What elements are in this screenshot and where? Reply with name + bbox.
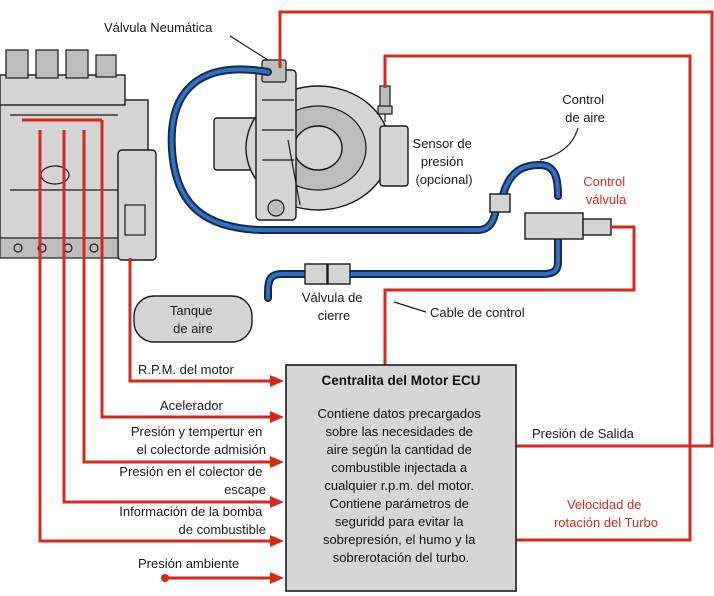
hose-connector: [489, 193, 511, 213]
leader-valvula-neumatica: [229, 35, 269, 61]
engine-block: [0, 49, 157, 261]
label-control-aire: Control de aire: [562, 92, 608, 125]
label-sensor-presion: Sensor de presión (opcional): [413, 136, 476, 187]
pressure-sensor: [377, 85, 393, 122]
ecu-title: Centralita del Motor ECU: [321, 373, 480, 388]
label-rpm-motor: R.P.M. del motor: [138, 362, 235, 377]
signal-wires: [22, 10, 714, 582]
label-presion-admision: Presión y tempertur en el colectorde adm…: [131, 424, 266, 457]
label-valvula-neumatica: Válvula Neumática: [104, 20, 213, 35]
ecu-body-line: cualquier r.p.m. del motor.: [324, 478, 474, 493]
ecu-body-line: aire según la cantidad de: [327, 442, 472, 457]
label-acelerador: Acelerador: [160, 398, 224, 413]
label-presion-escape: Presión en el colector de escape: [119, 464, 266, 497]
ecu-body-line: sobre las necesidades de: [325, 424, 472, 439]
label-bomba-combustible: Información de la bomba de combustible: [119, 504, 266, 537]
label-velocidad-turbo: Velocidad de rotación del Turbo: [554, 497, 658, 530]
label-cable-control: Cable de control: [430, 305, 525, 320]
label-valvula-cierre: Válvula de cierre: [302, 290, 366, 323]
shutoff-valve: [304, 263, 351, 285]
leader-cable-control: [393, 301, 427, 313]
label-control-valvula: Control válvula: [583, 174, 629, 207]
ecu-body-line: sobrepresión, el humo y la: [323, 532, 476, 547]
ecu-body: Contiene datos precargados sobre las nec…: [318, 406, 485, 565]
ecu-body-line: Contiene parámetros de: [329, 496, 468, 511]
leader-control-aire: [539, 127, 579, 161]
label-tanque-aire: Tanque de aire: [170, 303, 216, 336]
turbocharger: [213, 59, 409, 221]
label-presion-salida: Presión de Salida: [532, 426, 635, 441]
label-presion-ambiente: Presión ambiente: [138, 556, 239, 571]
ecu-body-line: seguridd para evitar la: [335, 514, 464, 529]
ecu-body-line: combustible injectada a: [331, 460, 468, 475]
air-hoses: [167, 65, 562, 302]
control-valve: [524, 212, 612, 240]
ecu-body-line: sobrerotación del turbo.: [333, 550, 470, 565]
ecu-box: Centralita del Motor ECU Contiene datos …: [285, 364, 517, 592]
air-tank: [133, 295, 253, 343]
ecu-body-line: Contiene datos precargados: [318, 406, 482, 421]
